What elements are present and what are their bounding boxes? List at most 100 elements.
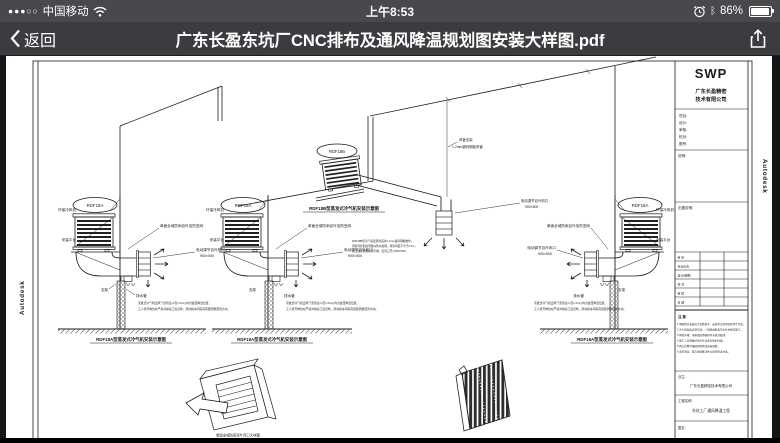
unit-oval-label: RDF18A [87,203,104,208]
nav-bar: 返回 广东长盈东坑厂CNC排布及通风降温规划图安装大样图.pdf [0,22,780,56]
damper-size-label: 900×500 [348,254,362,258]
status-bar: ●●●○○ 中国移动 上午8:53 ᛒ 86% [0,0,780,22]
damper-size-label: 900×500 [538,252,552,256]
install-note-line2: 工人离开岗位时严禁对焊接工位直吹，风向按车间实际需要调整配风方向。 [286,307,378,311]
detail-captions: RDF18A型蒸发式冷气机安装示意图 RDF18A型蒸发式冷气机安装示意图 RD… [90,205,653,344]
company-name-line2: 技术有限公司 [695,95,726,103]
roof-note-line1: RDF18B型冷气机送风管采用1.2mm镀锌钢板制作， [352,239,414,243]
platform-label: 安装平台 [62,237,77,242]
unit-oval-label: RDF18A [632,203,649,208]
owner-value: 广东长盈精密技术有限公司 [690,383,732,388]
install-note-line2: 工人离开岗位时严禁对焊接工位直吹，风向按车间实际需要调整配风方向。 [534,307,626,311]
right-unit-annotations: 环保冷风机 安装平台 单面全域防雨百叶加防虫网 电动调节百叶风口 900×500… [527,207,674,311]
cooler-label: 环保冷风机 [656,207,674,212]
table-row-date: 日 期 [678,300,685,305]
field-review: 审核: [679,127,687,132]
pdf-viewer[interactable]: Autodesk Autodesk RDF18A RDF18A RDF18A [0,56,780,443]
drain-label: 排水管 [284,293,295,298]
cooler-label: 环保冷风机 [58,207,76,212]
project-value: 东坑工厂通风降温工程 [692,408,730,413]
middle-unit-annotations: 环保冷风机 安装平台 单面全域防雨百叶加防虫网 电动调节百叶风口 900×500… [206,207,378,311]
install-note-line1: 蒸发式冷气机出风气流到达人员1.5m以内为最佳降温位置， [286,301,359,305]
table-row-review: 审 核 [678,291,685,296]
drain-label: 排水管 [573,293,584,298]
section1-label: 说明: [678,153,686,158]
drawing-name-label: 图名: [678,425,686,430]
company-logo: SWP [695,66,728,81]
louver-label: 单面全域防雨百叶加防虫网 [547,223,591,228]
left-unit-annotations: 环保冷风机 安装平台 单面全域防雨百叶加防虫网 电动调节百叶风口 900×500… [58,207,230,311]
notice-line: 6.未尽事宜，双方协商解决并以现场签证为准。 [677,350,730,354]
table-row-check: 校 对 [678,282,685,287]
cooler-label: 环保冷风机 [206,207,224,212]
owner-label: 业主: [678,374,686,379]
install-note-line1: 蒸发式冷气机出风气流到达人员1.5m以内为最佳降温位置， [138,301,211,305]
chevron-left-icon [10,29,20,48]
battery-icon [749,5,774,17]
notice-line: 5.风口位置可根据现场情况适当调整。 [677,344,720,348]
field-project: 项目: [679,113,687,118]
install-note-line1: 蒸发式冷气机出风气流到达人员1.5m以内为最佳降温位置， [534,301,607,305]
building-outline [119,56,657,207]
caption-middle-unit: RDF18A型蒸发式冷气机安装示意图 [237,336,307,343]
roof-unit-detail: RDF18B 风管支架 1.2mm镀锌钢板风管 电动调节百叶风口 900×500… [315,101,548,253]
autodesk-left-watermark: Autodesk [19,280,26,315]
caption-right-unit: RDF18A型蒸发式冷气机安装示意图 [577,336,647,343]
ground-line [58,328,668,334]
field-check: 校对: [679,134,687,139]
notice-line: 3.风管穿墙、穿屋面处须做好防水密封处理。 [677,333,728,337]
caption-louver-detail: 单面全域防雨百叶风口大样图 [216,433,261,438]
back-button[interactable]: 返回 [0,27,66,51]
table-row-lead: 专业负责 [678,264,690,269]
company-name-line1: 广东长盈精密 [695,87,727,95]
notice-line: 2.冷气机安装必须牢固，一切按国家及行业有关规范施工。 [677,328,743,332]
battery-percent: 86% [719,5,743,17]
roof-unit-oval-label: RDF18B [329,149,345,154]
table-row-draft: 设计(制图) [678,273,692,278]
wifi-icon [93,6,107,17]
duct-support-label: 风管支架 [459,137,473,142]
louver-label: 单面全域防雨百叶加防虫网 [160,223,204,228]
share-icon [750,28,766,48]
install-note-line2: 工人离开岗位时严禁对焊接工位直吹，风向按车间实际需要调整配风方向。 [138,307,230,311]
platform-label: 安装平台 [656,237,671,242]
bracket-label: 支架 [618,287,626,292]
title-block: SWP 广东长盈精密 技术有限公司 项目: 设计: 审核: 校对: 图号: 说明… [675,66,748,430]
field-design: 设计: [679,120,687,125]
damper-label: 电动调节百叶风口 [196,247,225,252]
grille-detail [455,359,511,432]
bracket-label: 支架 [101,287,109,292]
damper-label: 电动调节百叶风口 [521,198,548,203]
back-label: 返回 [24,32,57,50]
damper-label: 电动调节百叶风口 [527,245,556,250]
bluetooth-icon: ᛒ [709,5,716,17]
signal-strength-icon: ●●●○○ [8,5,39,16]
carrier-label: 中国移动 [42,6,89,18]
platform-label: 安装平台 [210,237,225,242]
roof-note-line2: 风管穿屋面处须做好防水处理，吊架间距不大于2.5m， [352,244,417,248]
drain-label: 排水管 [136,293,147,298]
document-title: 广东长盈东坑厂CNC排布及通风降温规划图安装大样图.pdf [175,31,605,50]
pdf-page: Autodesk Autodesk RDF18A RDF18A RDF18A [0,56,780,443]
unit-name-ovals: RDF18A RDF18A RDF18A [72,197,663,213]
project-label: 工程名称: [678,398,693,403]
damper-size-label: 900×500 [200,254,214,258]
alarm-clock-icon [693,5,706,17]
notice-line: 1.本图所示安装尺寸仅供参考，安装时以现场实际尺寸为准。 [677,322,745,326]
caption-left-unit: RDF18A型蒸发式冷气机安装示意图 [96,336,166,343]
section2-label: 出图说明: [678,205,693,210]
damper-label: 电动调节百叶风口 [344,247,373,252]
louver-label: 单面全域防雨百叶加防虫网 [308,223,352,228]
damper-size-label: 900×500 [525,205,538,209]
duct-label: 1.2mm镀锌钢板风管 [452,144,483,149]
notice-line: 4.施工人员须做好高空作业安全防护措施。 [677,339,725,343]
unit-oval-label: RDF18A [235,203,252,208]
field-number: 图号: [679,141,687,146]
clock: 上午8:53 [365,4,415,19]
table-row-approve: 审 定 [678,255,685,260]
bracket-label: 支架 [249,287,257,292]
autodesk-right-watermark: Autodesk [761,159,768,194]
share-button[interactable] [736,28,780,49]
roof-note-line3: 风口处安装电动调节阀，出风口尺寸900×500。 [352,249,408,253]
louver-outlet-detail [185,358,277,431]
